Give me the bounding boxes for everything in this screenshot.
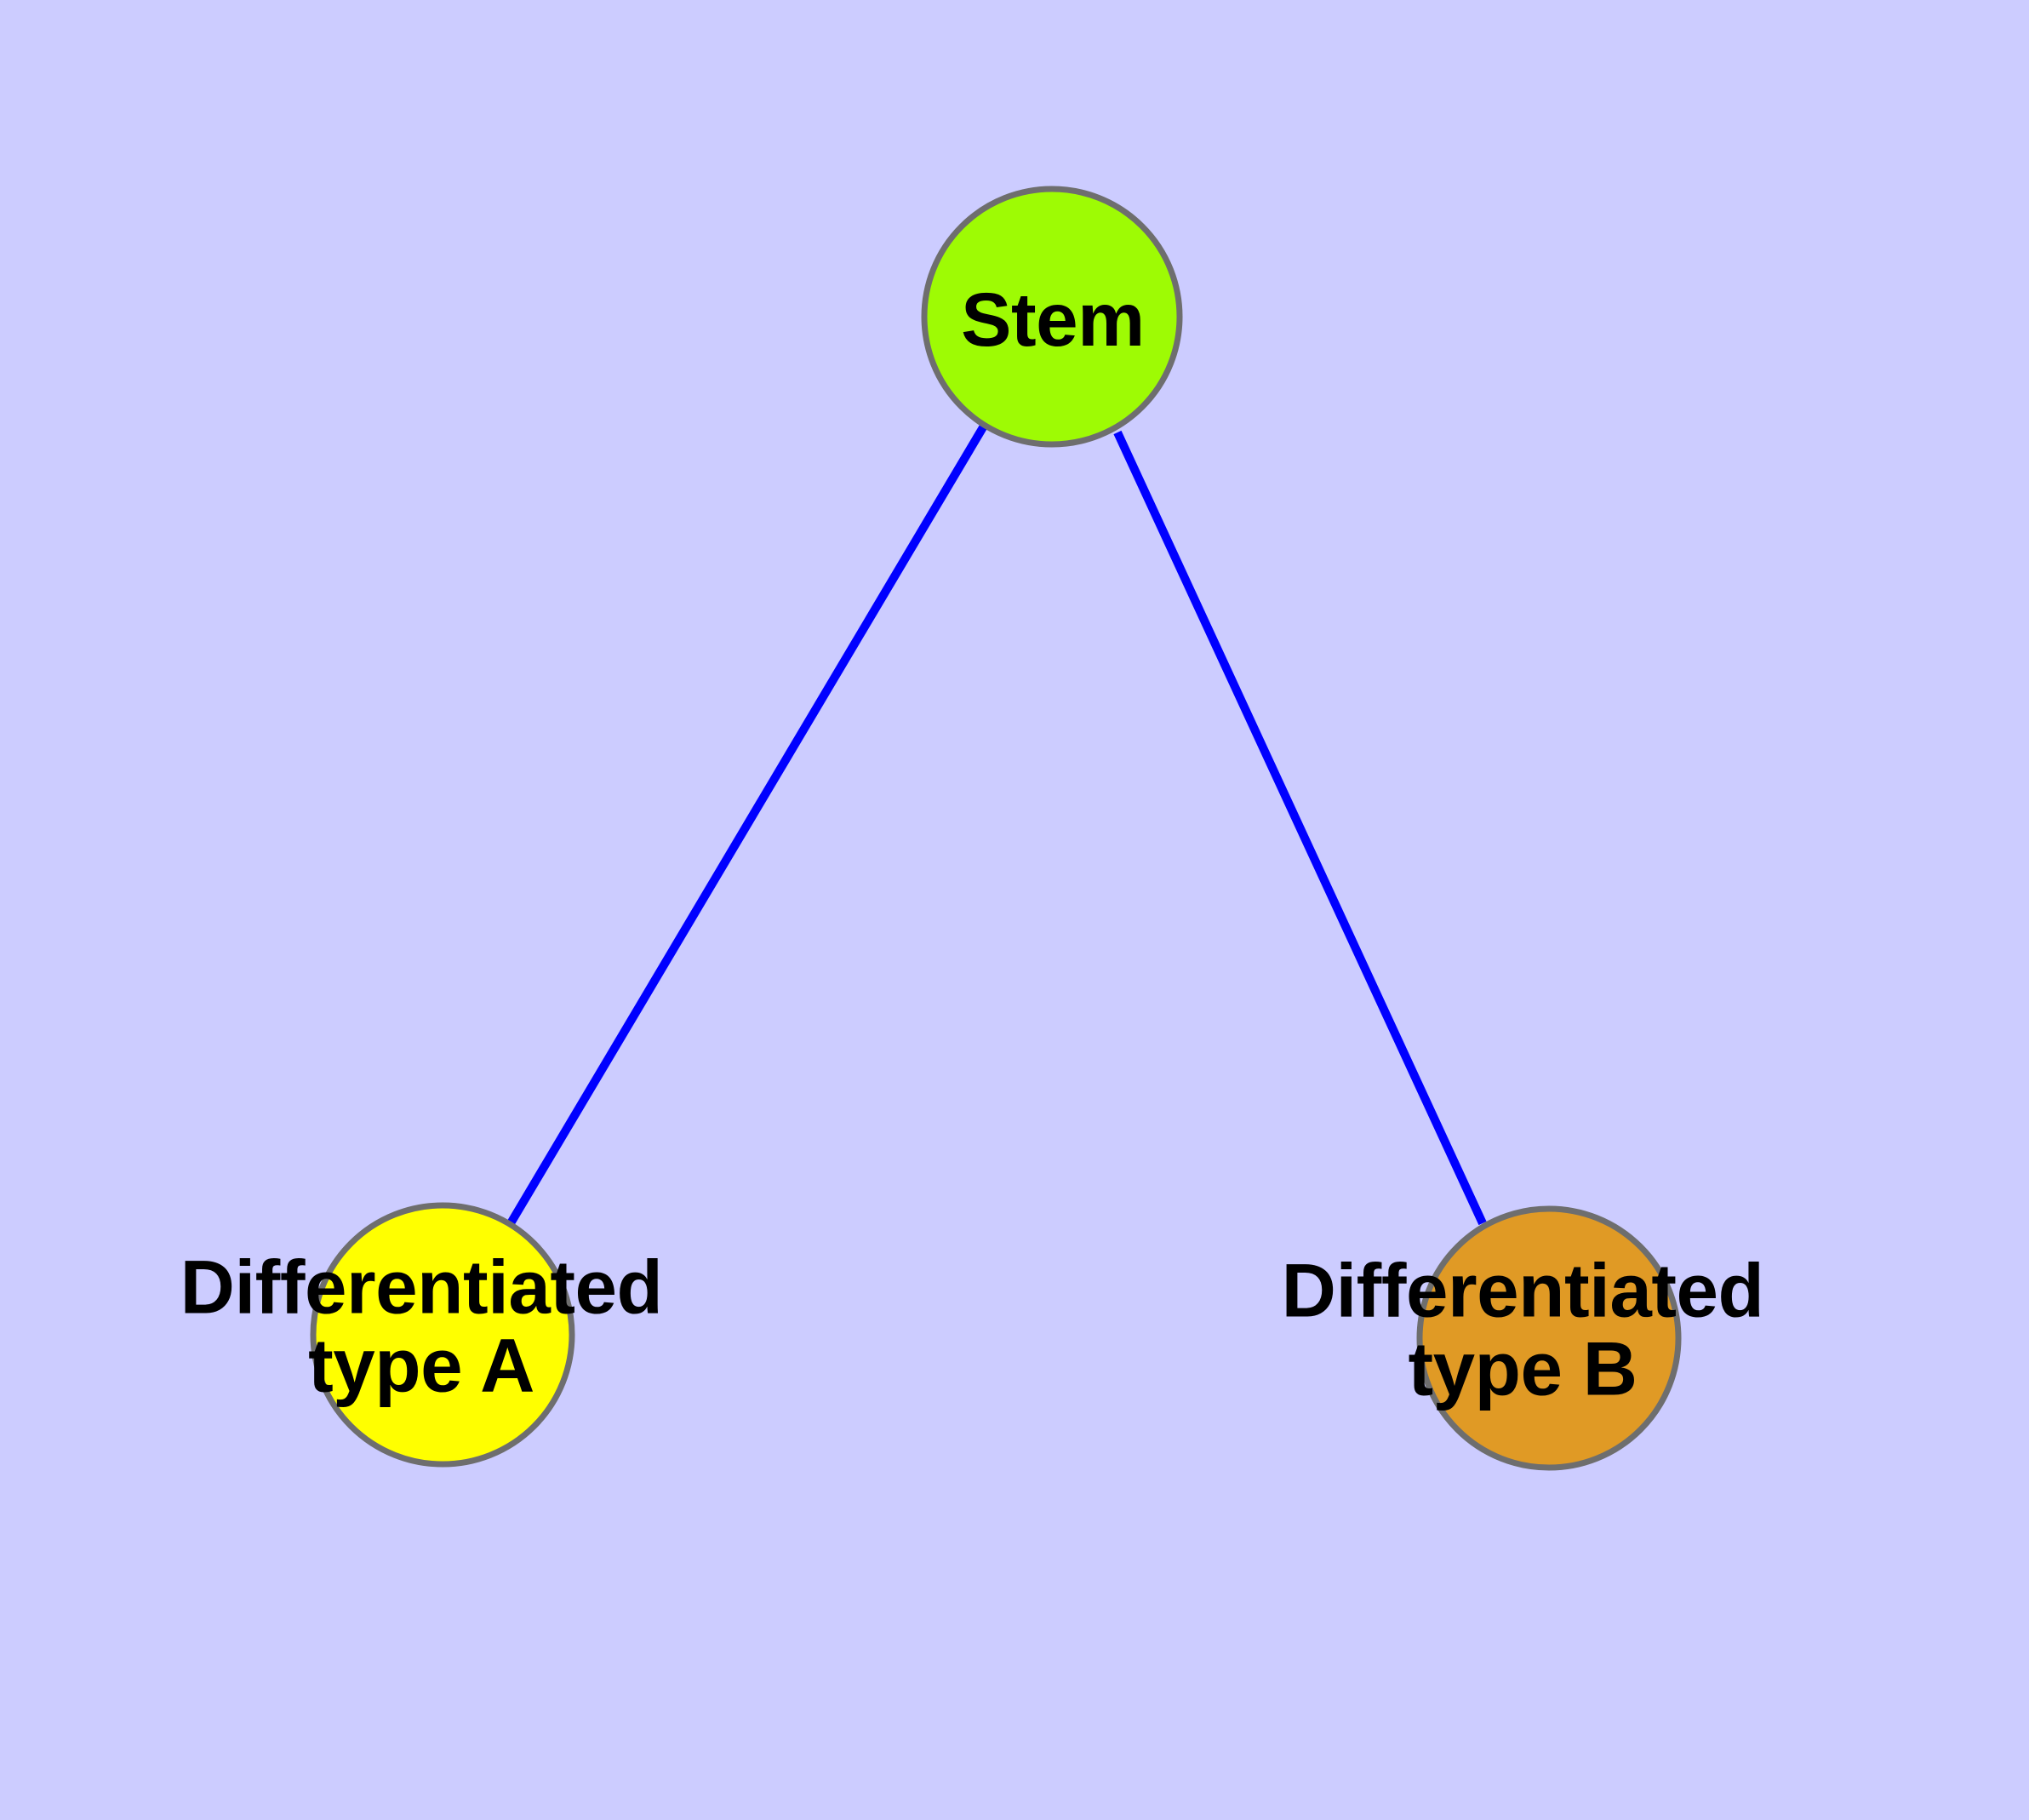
graph-node-diff_a[interactable] — [310, 1202, 575, 1468]
graph-node-diff_b[interactable] — [1416, 1205, 1682, 1471]
graph-node-stem[interactable] — [921, 186, 1183, 448]
nodes-layer — [310, 186, 1682, 1471]
graph-edge-stem-to-diff-a[interactable] — [506, 425, 987, 1226]
graph-edge-stem-to-diff-b[interactable] — [1113, 430, 1487, 1226]
edges-layer — [506, 425, 1487, 1226]
